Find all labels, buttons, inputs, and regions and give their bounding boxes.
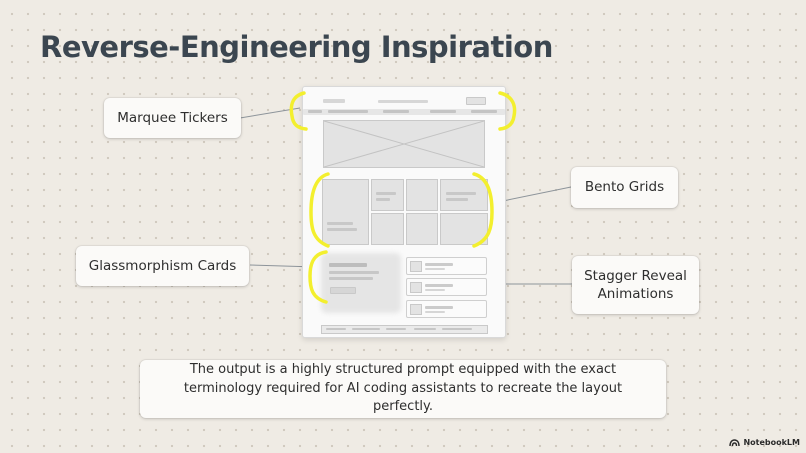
wire-text-line	[376, 192, 396, 195]
notebooklm-icon	[729, 438, 741, 446]
callout-bento-grids: Bento Grids	[571, 167, 678, 208]
callout-stagger-reveal: Stagger Reveal Animations	[572, 256, 699, 314]
bracket-marquee-left	[289, 91, 308, 131]
wire-header-button	[466, 97, 486, 105]
wire-glass-button	[330, 287, 356, 294]
wire-text-line	[327, 228, 357, 231]
wire-text-line	[446, 192, 476, 195]
wire-logo-bar	[323, 99, 345, 103]
wire-stagger-card	[406, 300, 487, 318]
wire-hero-image	[323, 120, 485, 168]
wire-footer	[321, 325, 488, 334]
wire-ticker-item	[308, 110, 322, 113]
wire-text-line	[329, 271, 379, 274]
wire-thumb	[410, 282, 422, 293]
wire-text-line	[442, 328, 472, 330]
wire-bento-cell	[371, 213, 404, 245]
wire-stagger-card	[406, 257, 487, 275]
summary-text: The output is a highly structured prompt…	[140, 360, 666, 418]
wire-nav-bar	[378, 100, 428, 103]
wire-ticker-item	[328, 110, 368, 113]
wire-bento-cell	[440, 213, 488, 245]
wire-text-line	[329, 263, 367, 267]
wire-ticker-item	[383, 110, 409, 113]
callout-glassmorphism-cards: Glassmorphism Cards	[76, 246, 249, 286]
connector-bento	[492, 186, 572, 204]
brand-logo: NotebookLM	[729, 438, 800, 447]
wire-text-line	[329, 277, 373, 280]
wire-text-line	[446, 198, 468, 201]
bracket-bento-right	[472, 172, 494, 248]
wire-text-line	[326, 328, 346, 330]
brand-label: NotebookLM	[743, 438, 800, 447]
wire-text-line	[425, 284, 453, 287]
wire-text-line	[376, 198, 390, 201]
wire-text-line	[386, 328, 406, 330]
wire-text-line	[327, 222, 353, 225]
callout-marquee-tickers: Marquee Tickers	[104, 98, 241, 138]
bracket-glass	[308, 250, 328, 304]
wire-bento-cell	[440, 179, 488, 211]
wire-text-line	[425, 289, 445, 291]
image-placeholder-icon	[324, 121, 484, 167]
wireframe-mockup	[302, 86, 506, 338]
wire-bento-cell	[371, 179, 404, 211]
bracket-marquee-right	[498, 91, 517, 131]
wire-bento-cell-large	[322, 179, 369, 245]
wire-stagger-card	[406, 278, 487, 296]
wire-ticker-item	[471, 110, 497, 113]
wire-bento-cell	[406, 213, 438, 245]
wire-text-line	[425, 311, 445, 313]
wire-bento-cell	[406, 179, 438, 211]
wire-text-line	[425, 263, 453, 266]
wire-thumb	[410, 304, 422, 315]
wire-text-line	[425, 268, 445, 270]
slide-title: Reverse-Engineering Inspiration	[40, 30, 553, 64]
wire-text-line	[425, 306, 453, 309]
wire-ticker-item	[430, 110, 456, 113]
wire-text-line	[414, 328, 436, 330]
bracket-bento-left	[309, 172, 330, 248]
wire-text-line	[352, 328, 380, 330]
wire-thumb	[410, 261, 422, 272]
